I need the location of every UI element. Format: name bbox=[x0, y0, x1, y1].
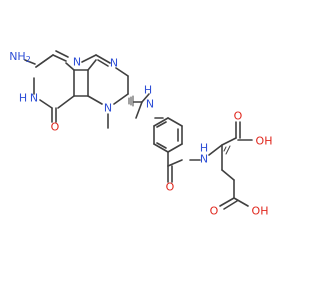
bond bbox=[141, 93, 150, 103]
bond bbox=[153, 143, 169, 153]
acid1-oh-label: OH bbox=[256, 135, 273, 148]
bond bbox=[55, 50, 69, 58]
n3-label: N bbox=[30, 92, 38, 105]
bond bbox=[57, 95, 75, 109]
bond bbox=[24, 59, 36, 65]
bond bbox=[135, 101, 143, 119]
bond bbox=[167, 143, 183, 153]
stereo-hashed-wedge bbox=[223, 145, 231, 155]
bond bbox=[233, 197, 249, 207]
nh2-label: NH2 bbox=[9, 50, 31, 64]
bond bbox=[156, 121, 167, 128]
bond bbox=[81, 54, 97, 63]
bond bbox=[87, 59, 97, 71]
n3-h-label: H bbox=[19, 92, 27, 105]
keto-oxygen-label: O bbox=[51, 121, 60, 134]
amide-n-label: N bbox=[200, 153, 208, 166]
bond bbox=[156, 142, 167, 149]
linker-n-label: N bbox=[146, 98, 154, 111]
bond bbox=[167, 117, 183, 127]
bond bbox=[97, 59, 109, 67]
bond bbox=[39, 99, 53, 109]
acid2-oxygen-label: O bbox=[210, 205, 219, 218]
n5-label: N bbox=[104, 102, 112, 115]
bond bbox=[113, 93, 129, 105]
linker-h-label: H bbox=[144, 84, 152, 97]
bond bbox=[115, 67, 129, 77]
amide-h-label: H bbox=[200, 142, 208, 155]
bond bbox=[219, 197, 235, 207]
n1-label: N bbox=[73, 56, 81, 69]
molecule-svg: NH2 N N N H O N H N H N O O OH O OH bbox=[9, 50, 273, 218]
bond bbox=[221, 137, 237, 146]
n8-label: N bbox=[110, 57, 118, 70]
bond bbox=[52, 54, 67, 62]
bond bbox=[208, 144, 223, 156]
bond bbox=[167, 159, 183, 167]
bond bbox=[221, 169, 235, 181]
bond bbox=[87, 95, 103, 105]
amide-oxygen-label: O bbox=[166, 181, 175, 194]
acid2-oh-label: OH bbox=[252, 205, 269, 218]
stereo-hashed-wedge bbox=[128, 95, 134, 107]
bond bbox=[65, 62, 75, 71]
bond bbox=[95, 54, 111, 64]
bond bbox=[153, 117, 169, 127]
acid1-oxygen-label: O bbox=[234, 110, 243, 123]
bond bbox=[223, 200, 238, 210]
molecule-structure-diagram: NH2 N N N H O N H N H N O O OH O OH bbox=[9, 50, 273, 218]
bond bbox=[35, 54, 54, 68]
